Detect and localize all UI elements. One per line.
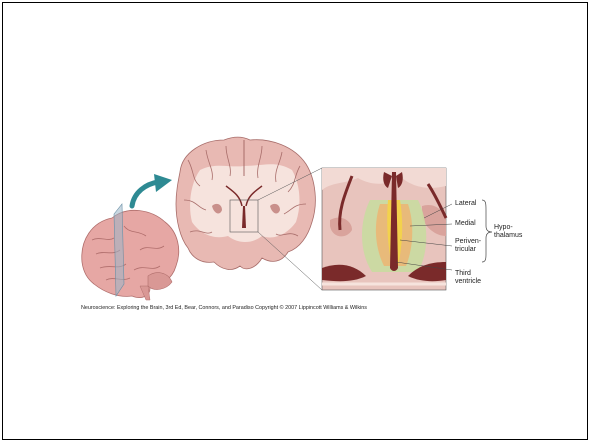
label-hypothalamus-line2: thalamus: [494, 232, 522, 240]
label-third-ventricle-line1: Third: [455, 270, 471, 278]
copyright-credit: Neuroscience: Exploring the Brain, 3rd E…: [81, 305, 367, 311]
label-hypothalamus-line1: Hypo-: [494, 224, 513, 232]
label-medial: Medial: [455, 220, 476, 228]
lateral-brain-illustration: [82, 204, 179, 300]
label-periventricular-line2: tricular: [455, 246, 476, 254]
coronal-section-illustration: [176, 137, 322, 290]
label-periventricular-line1: Periven-: [455, 238, 481, 246]
curved-arrow-icon: [132, 174, 172, 206]
label-third-ventricle-line2: ventricle: [455, 278, 481, 286]
label-lateral: Lateral: [455, 200, 476, 208]
